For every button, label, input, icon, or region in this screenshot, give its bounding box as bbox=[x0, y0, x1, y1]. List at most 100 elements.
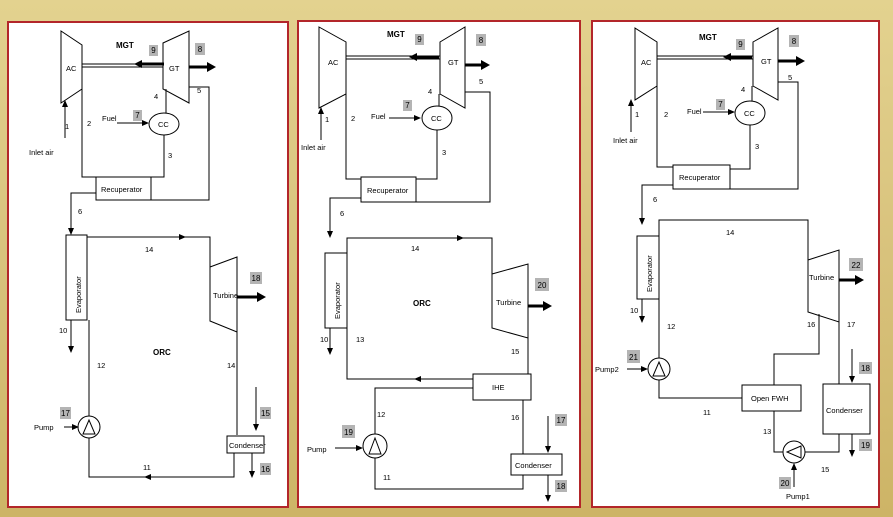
svg-text:14: 14 bbox=[411, 244, 419, 253]
svg-text:14: 14 bbox=[227, 361, 235, 370]
svg-text:18: 18 bbox=[557, 482, 566, 491]
tag-19: 19 bbox=[859, 439, 872, 451]
svg-text:13: 13 bbox=[356, 335, 364, 344]
svg-text:15: 15 bbox=[261, 409, 270, 418]
recuperator-label: Recuperator bbox=[367, 186, 409, 195]
evaporator bbox=[636, 235, 660, 300]
svg-text:2: 2 bbox=[87, 119, 91, 128]
ihe-label: IHE bbox=[492, 383, 505, 392]
condenser bbox=[510, 453, 563, 476]
svg-text:21: 21 bbox=[629, 353, 638, 362]
svg-text:18: 18 bbox=[252, 274, 261, 283]
svg-text:3: 3 bbox=[442, 148, 446, 157]
svg-text:6: 6 bbox=[340, 209, 344, 218]
diagram-panel-mgt-orc-ihe: AC GT MGT 9 8 1 Inlet air 2 Fuel 7 CC 4 … bbox=[297, 20, 581, 508]
turbine-label: Turbine bbox=[213, 291, 238, 300]
air-compressor bbox=[318, 26, 347, 109]
inlet-air-label: Inlet air bbox=[613, 136, 638, 145]
svg-text:15: 15 bbox=[511, 347, 519, 356]
tag-19: 19 bbox=[342, 425, 355, 438]
tag-7: 7 bbox=[133, 110, 142, 121]
fuel-label: Fuel bbox=[687, 107, 702, 116]
svg-text:19: 19 bbox=[344, 428, 353, 437]
condenser bbox=[822, 383, 871, 435]
condenser-label: Condenser bbox=[515, 461, 552, 470]
orc-label: ORC bbox=[413, 299, 431, 308]
svg-text:7: 7 bbox=[718, 100, 723, 109]
svg-text:5: 5 bbox=[197, 86, 201, 95]
tag-9: 9 bbox=[736, 39, 745, 50]
svg-text:12: 12 bbox=[97, 361, 105, 370]
inlet-air-label: Inlet air bbox=[29, 148, 54, 157]
gt-label: GT bbox=[169, 64, 180, 73]
tag-16: 16 bbox=[260, 463, 271, 475]
svg-text:7: 7 bbox=[405, 101, 410, 110]
recuperator bbox=[672, 164, 731, 190]
svg-text:9: 9 bbox=[417, 35, 422, 44]
tag-8: 8 bbox=[195, 43, 205, 55]
cc-label: CC bbox=[158, 120, 169, 129]
evaporator-label: Evaporator bbox=[645, 255, 654, 292]
svg-text:11: 11 bbox=[383, 473, 391, 482]
orc-turbine bbox=[807, 249, 840, 323]
svg-text:11: 11 bbox=[143, 463, 151, 472]
evaporator-label: Evaporator bbox=[333, 282, 342, 319]
recuperator bbox=[360, 176, 417, 203]
svg-text:4: 4 bbox=[741, 85, 745, 94]
diagram-panel-mgt-orc-basic: AC GT MGT 9 8 1 Inlet air 2 Fuel 7 CC 4 … bbox=[7, 21, 289, 508]
tag-20: 20 bbox=[779, 477, 791, 489]
pump-label: Pump bbox=[34, 423, 54, 432]
tag-7: 7 bbox=[403, 100, 412, 111]
tag-18: 18 bbox=[555, 480, 567, 492]
svg-text:9: 9 bbox=[151, 46, 156, 55]
tag-21: 21 bbox=[627, 350, 640, 363]
svg-text:1: 1 bbox=[65, 122, 69, 131]
condenser-label: Condenser bbox=[229, 441, 266, 450]
tag-17: 17 bbox=[60, 407, 71, 419]
recuperator bbox=[95, 176, 152, 201]
svg-text:11: 11 bbox=[703, 408, 711, 417]
svg-text:5: 5 bbox=[788, 73, 792, 82]
ac-label: AC bbox=[66, 64, 77, 73]
diagram-panel-mgt-orc-open-fwh: AC GT MGT 9 8 1 Inlet air 2 Fuel 7 CC 4 … bbox=[591, 20, 880, 508]
tag-15: 15 bbox=[260, 407, 271, 419]
fuel-label: Fuel bbox=[102, 114, 117, 123]
pump2-label: Pump2 bbox=[595, 365, 619, 374]
inlet-air-label: Inlet air bbox=[301, 143, 326, 152]
svg-text:5: 5 bbox=[479, 77, 483, 86]
turbine-label: Turbine bbox=[496, 298, 521, 307]
svg-text:22: 22 bbox=[852, 261, 861, 270]
ac-label: AC bbox=[641, 58, 652, 67]
tag-22: 22 bbox=[849, 258, 863, 271]
svg-text:10: 10 bbox=[320, 335, 328, 344]
tag-17: 17 bbox=[555, 414, 567, 426]
cycle-diagram: AC GT MGT 9 8 1 Inlet air 2 Fuel 7 CC 4 … bbox=[595, 27, 872, 501]
pump1-label: Pump1 bbox=[786, 492, 810, 501]
svg-text:20: 20 bbox=[538, 281, 547, 290]
svg-text:17: 17 bbox=[847, 320, 855, 329]
evaporator-label: Evaporator bbox=[74, 276, 83, 313]
svg-text:8: 8 bbox=[792, 37, 797, 46]
evaporator bbox=[324, 252, 348, 329]
svg-text:15: 15 bbox=[821, 465, 829, 474]
fuel-label: Fuel bbox=[371, 112, 386, 121]
svg-text:12: 12 bbox=[667, 322, 675, 331]
gt-label: GT bbox=[448, 58, 459, 67]
internal-heat-exchanger bbox=[472, 373, 532, 401]
svg-text:6: 6 bbox=[653, 195, 657, 204]
svg-text:20: 20 bbox=[781, 479, 790, 488]
svg-text:3: 3 bbox=[168, 151, 172, 160]
svg-text:16: 16 bbox=[807, 320, 815, 329]
cc-label: CC bbox=[744, 109, 755, 118]
svg-text:16: 16 bbox=[261, 465, 270, 474]
svg-text:19: 19 bbox=[861, 441, 870, 450]
tag-7: 7 bbox=[716, 99, 725, 110]
cc-label: CC bbox=[431, 114, 442, 123]
svg-text:4: 4 bbox=[154, 92, 158, 101]
pump bbox=[362, 433, 388, 459]
recuperator-label: Recuperator bbox=[101, 185, 143, 194]
tag-9: 9 bbox=[149, 45, 158, 56]
gas-turbine bbox=[162, 30, 190, 104]
svg-text:6: 6 bbox=[78, 207, 82, 216]
gas-turbine bbox=[439, 26, 466, 109]
